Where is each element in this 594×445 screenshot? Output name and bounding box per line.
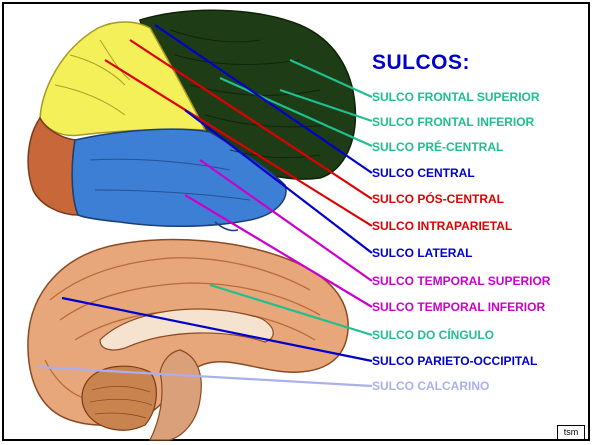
sulcus-label: SULCO DO CÍNGULO <box>372 328 494 342</box>
medial-brain-view <box>28 240 348 440</box>
cerebellum <box>82 366 156 430</box>
lateral-brain-view <box>28 10 355 230</box>
sulcus-label: SULCO INTRAPARIETAL <box>372 219 512 233</box>
diagram-title: SULCOS: <box>372 51 470 75</box>
sulcus-label: SULCO FRONTAL SUPERIOR <box>372 90 540 104</box>
sulcus-label: SULCO TEMPORAL SUPERIOR <box>372 274 550 288</box>
sulcus-label: SULCO TEMPORAL INFERIOR <box>372 300 545 314</box>
sulcus-label: SULCO CALCARINO <box>372 379 489 393</box>
sulcus-label: SULCO PRÉ-CENTRAL <box>372 140 503 154</box>
sulcus-label: SULCO FRONTAL INFERIOR <box>372 115 534 129</box>
author-tag: tsm <box>557 425 585 440</box>
sulcus-label: SULCO CENTRAL <box>372 166 475 180</box>
sulcus-label: SULCO PARIETO-OCCIPITAL <box>372 354 537 368</box>
sulcus-label: SULCO PÓS-CENTRAL <box>372 192 504 206</box>
sulcus-label: SULCO LATERAL <box>372 246 472 260</box>
